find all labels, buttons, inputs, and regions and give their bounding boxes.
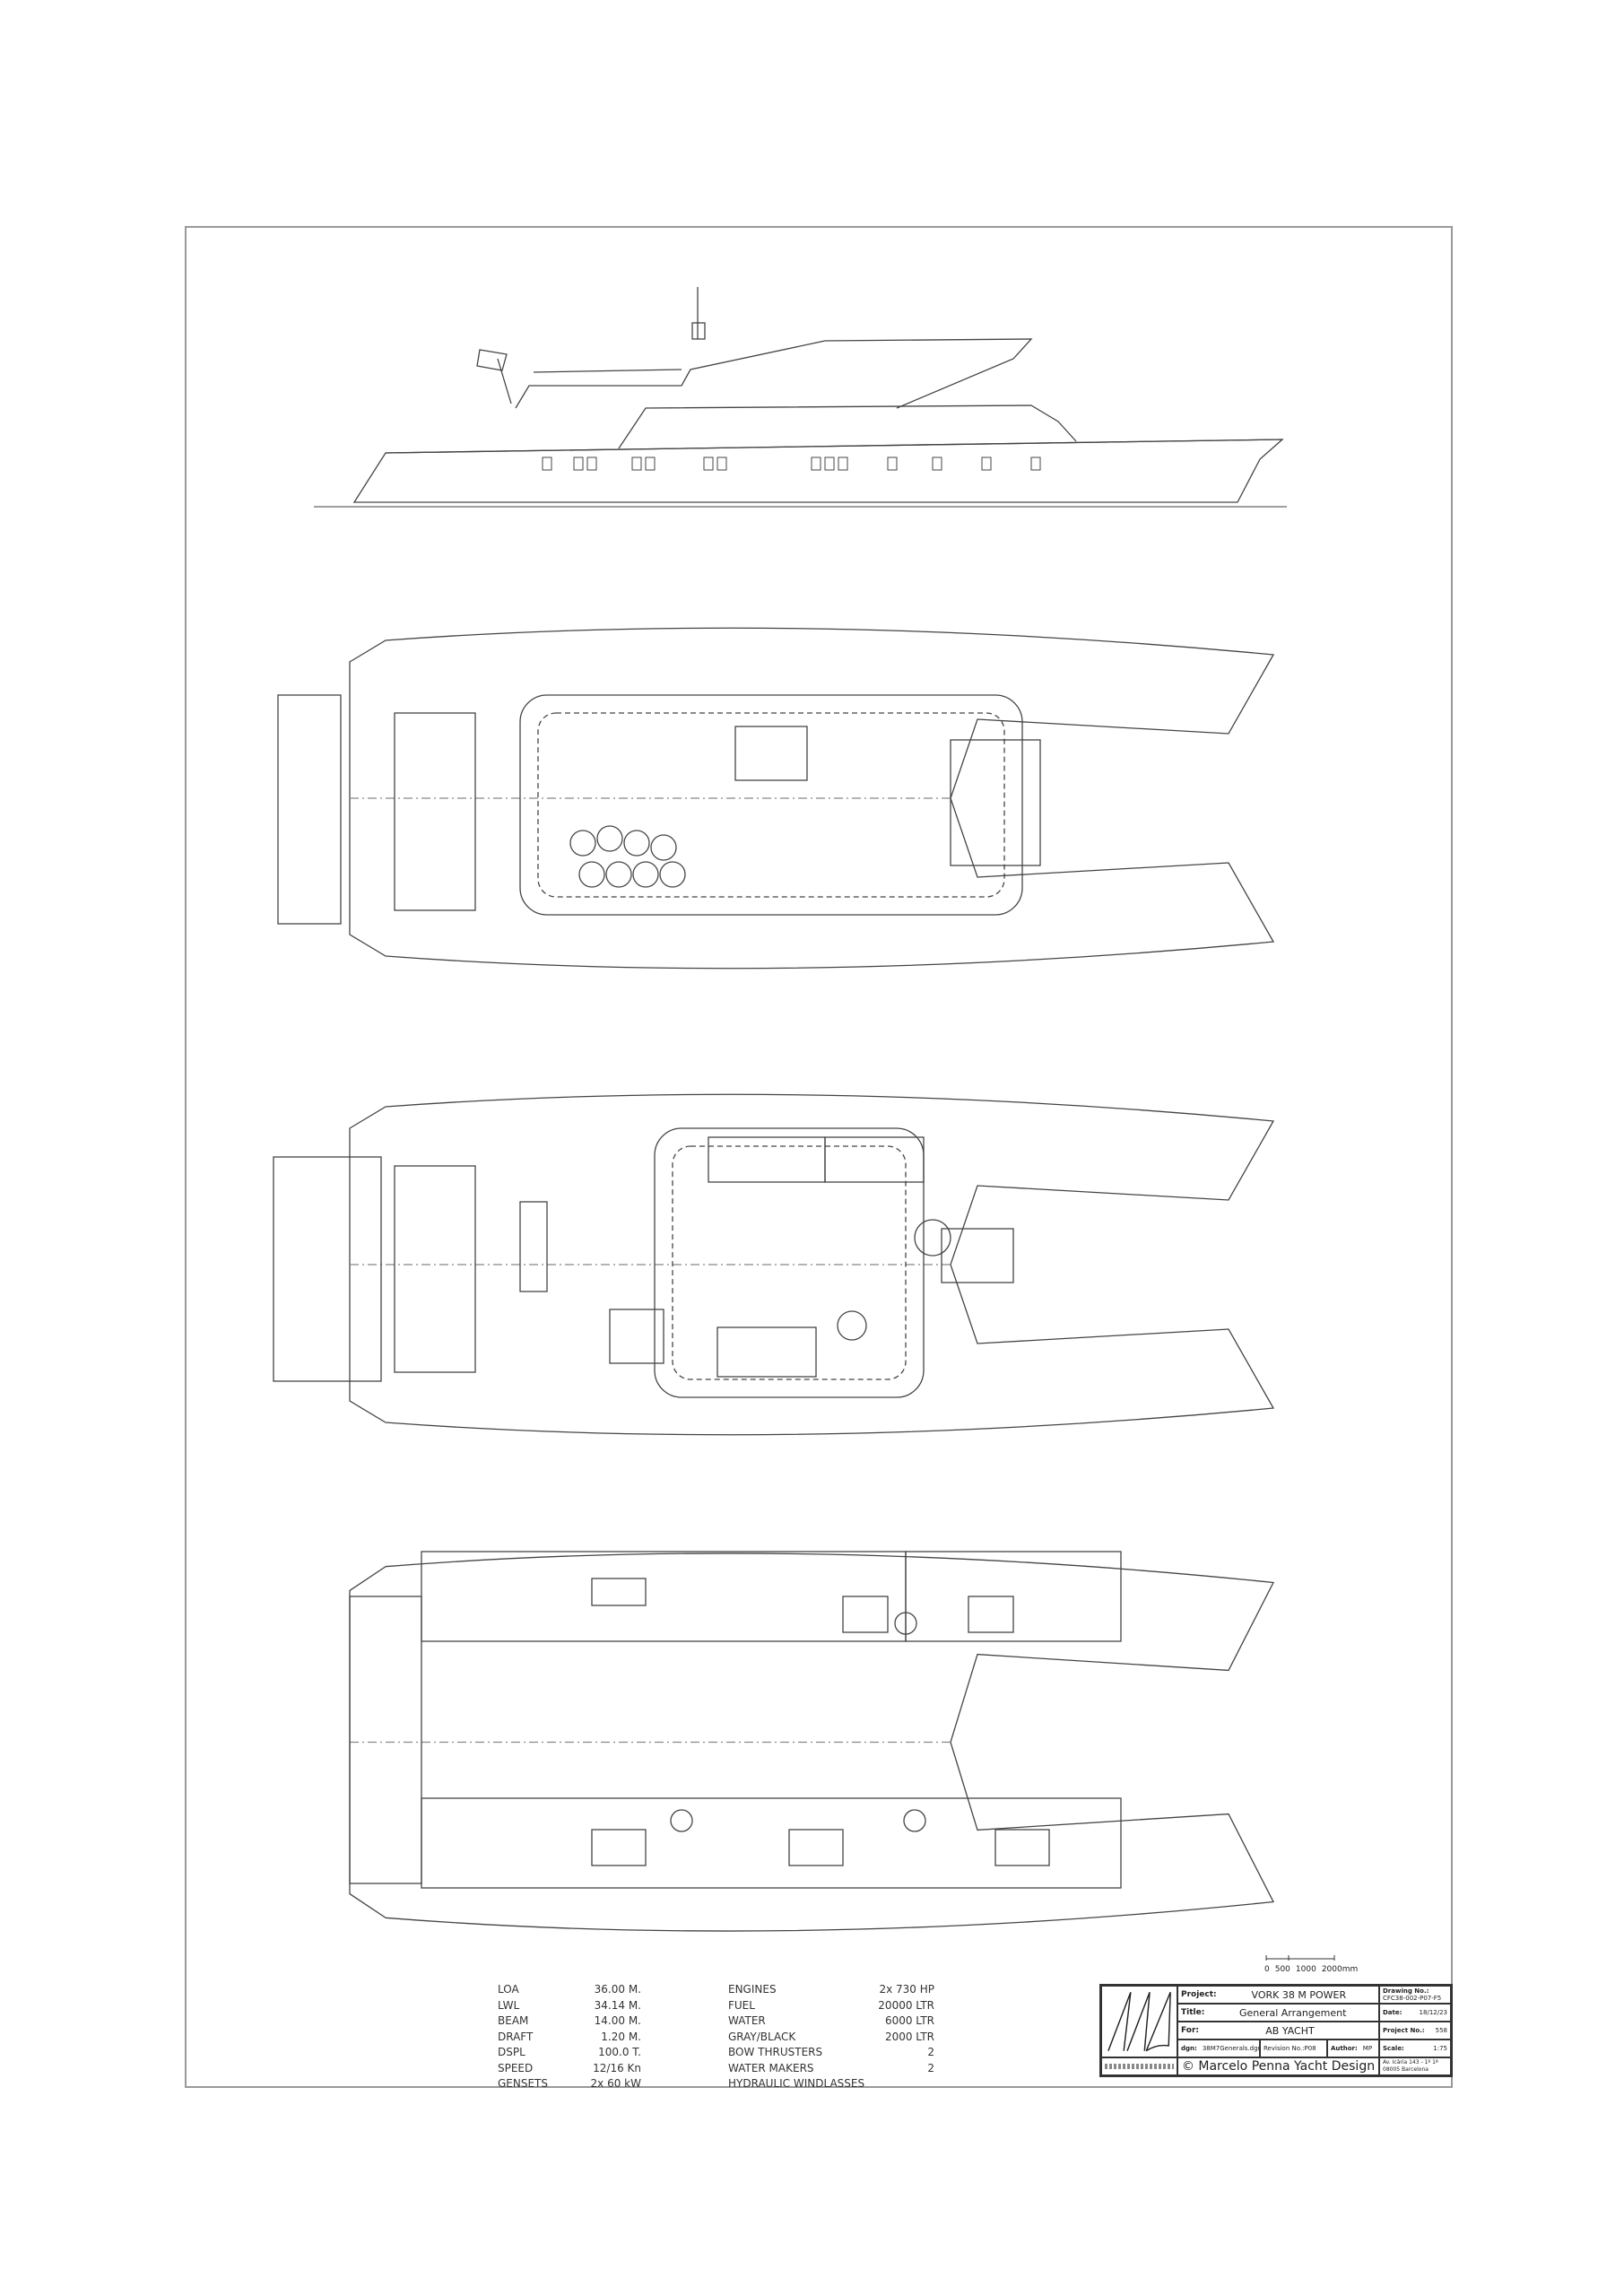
spec-value: 2	[927, 2046, 934, 2058]
author-cell: Author: MP	[1327, 2039, 1379, 2057]
spec-row: LOA 36.00 M.	[498, 1982, 641, 1998]
date-label: Date:	[1383, 2009, 1403, 2016]
spec-label: SPEED	[498, 2061, 534, 2074]
for-cell: For: AB YACHT	[1177, 2022, 1379, 2039]
scale-bar: 0 500 1000 2000mm	[1264, 1953, 1358, 1974]
author-label: Author:	[1331, 2045, 1358, 2052]
title-cell: Title: General Arrangement	[1177, 2004, 1379, 2022]
spec-row: DSPL 100.0 T.	[498, 2045, 641, 2061]
main-deck-plan	[273, 1093, 1275, 1436]
logo-sails	[1101, 1986, 1177, 2057]
spec-row: WATER MAKERS 2	[728, 2061, 934, 2077]
revision-value: P08	[1304, 2045, 1316, 2052]
spec-label: DRAFT	[498, 2030, 534, 2043]
lower-deck-plan	[349, 1551, 1275, 1932]
spec-value: 6000 LTR	[884, 2014, 934, 2027]
spec-value: 12/16 Kn	[593, 2061, 641, 2074]
address: Av. Icària 143 - 1º 1ª 08005 Barcelona	[1379, 2057, 1451, 2075]
spec-row: GRAY/BLACK 2000 LTR	[728, 2030, 934, 2046]
spec-row: LWL 34.14 M.	[498, 1998, 641, 2014]
scale-bar-graphic	[1265, 1955, 1335, 1961]
dgn-label: dgn:	[1181, 2045, 1197, 2052]
scale-500: 500	[1274, 1965, 1290, 1974]
date-value: 18/12/23	[1419, 2009, 1447, 2016]
date-cell: Date: 18/12/23	[1379, 2004, 1451, 2022]
spec-value: 20000 LTR	[878, 1998, 934, 2012]
spec-row: SPEED 12/16 Kn	[498, 2061, 641, 2077]
spec-row: GENSETS 2x 60 kW	[498, 2076, 641, 2092]
spec-value: 100.0 T.	[598, 2046, 641, 2058]
project-no-value: 558	[1435, 2027, 1447, 2034]
revision-label: Revision No.:	[1264, 2045, 1305, 2052]
drawing-no-value: CFC38-002-P07-F5	[1383, 1995, 1442, 2002]
project-value: VORK 38 M POWER	[1251, 1988, 1347, 2001]
spec-label: DSPL	[498, 2046, 525, 2058]
spec-value: 2x 60 kW	[590, 2077, 641, 2090]
side-profile-drawing	[314, 287, 1287, 508]
spec-value: 36.00 M.	[594, 1983, 641, 1996]
copyright: © Marcelo Penna Yacht Design	[1177, 2057, 1379, 2075]
spec-label: LOA	[498, 1983, 519, 1996]
spec-value: 14.00 M.	[594, 2014, 641, 2027]
project-cell: Project: VORK 38 M POWER	[1177, 1986, 1379, 2004]
spec-value: 2x 730 HP	[879, 1983, 934, 1996]
drawing-no-cell: Drawing No.:CFC38-002-P07-F5	[1379, 1986, 1451, 2004]
spec-label: HYDRAULIC WINDLASSES	[728, 2077, 865, 2090]
for-value: AB YACHT	[1265, 2024, 1315, 2037]
spec-label: LWL	[498, 1998, 520, 2012]
drawing-no-label: Drawing No.:	[1383, 1987, 1429, 1995]
spec-label: BEAM	[498, 2014, 529, 2027]
spec-row: WATER 6000 LTR	[728, 2013, 934, 2030]
scale-zero: 0	[1264, 1965, 1270, 1974]
project-no-label: Project No.:	[1383, 2027, 1425, 2034]
spec-row: BOW THRUSTERS 2	[728, 2045, 934, 2061]
upper-deck-plan	[277, 627, 1275, 970]
drawing-frame	[185, 226, 1453, 2088]
spec-value: 34.14 M.	[594, 1998, 641, 2012]
spec-label: WATER MAKERS	[728, 2061, 814, 2074]
project-no-cell: Project No.: 558	[1379, 2022, 1451, 2039]
title-value: General Arrangement	[1238, 2006, 1347, 2019]
spec-label: ENGINES	[728, 1983, 777, 1996]
scale-2000: 2000mm	[1321, 1965, 1359, 1974]
spec-value: 1.20 M.	[601, 2030, 641, 2043]
title-label: Title:	[1181, 2008, 1205, 2017]
spec-label: FUEL	[728, 1998, 755, 2012]
for-label: For:	[1181, 2026, 1200, 2035]
spec-row: BEAM 14.00 M.	[498, 2013, 641, 2030]
spec-value: 2	[927, 2061, 934, 2074]
project-label: Project:	[1181, 1990, 1217, 1999]
spec-row: DRAFT 1.20 M.	[498, 2030, 641, 2046]
scale-label: Scale:	[1383, 2045, 1404, 2052]
spec-label: GENSETS	[498, 2077, 549, 2090]
contact-info	[1101, 2057, 1177, 2075]
scale-1000: 1000	[1295, 1965, 1316, 1974]
specs-left-table: LOA 36.00 M. LWL 34.14 M. BEAM 14.00 M. DRAFT 1…	[498, 1982, 641, 2092]
scale-cell: Scale: 1:75	[1379, 2039, 1451, 2057]
spec-row: ENGINES 2x 730 HP	[728, 1982, 934, 1998]
spec-label: GRAY/BLACK	[728, 2030, 796, 2043]
title-block: Project: VORK 38 M POWER Title: General Ar…	[1099, 1984, 1453, 2077]
spec-value: 2000 LTR	[884, 2030, 934, 2043]
scale-value: 1:75	[1433, 2045, 1447, 2052]
spec-row: FUEL 20000 LTR	[728, 1998, 934, 2014]
revision-cell: Revision No.:P08	[1260, 2039, 1327, 2057]
spec-label: WATER	[728, 2014, 766, 2027]
author-value: MP	[1362, 2045, 1373, 2052]
specs-right-table: ENGINES 2x 730 HP FUEL 20000 LTR WATER 6000 L…	[728, 1982, 934, 2092]
dgn-value: 38M7Generals.dgn	[1202, 2045, 1260, 2052]
spec-row: HYDRAULIC WINDLASSES	[728, 2076, 934, 2092]
spec-value	[867, 2076, 934, 2092]
sails-logo-icon	[1107, 1992, 1171, 2052]
spec-label: BOW THRUSTERS	[728, 2046, 823, 2058]
dgn-cell: dgn: 38M7Generals.dgn	[1177, 2039, 1260, 2057]
